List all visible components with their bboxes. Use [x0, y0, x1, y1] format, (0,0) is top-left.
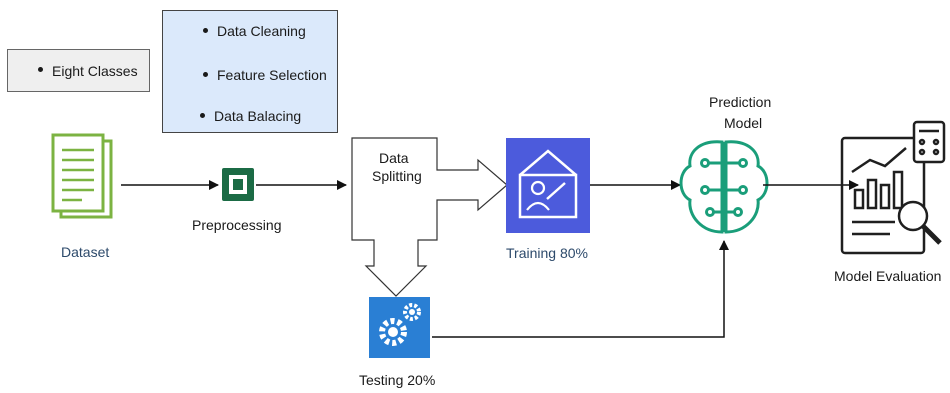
- bullet-icon: [200, 112, 205, 118]
- bullet-icon: [203, 71, 208, 77]
- splitting-label-line2: Splitting: [372, 168, 422, 184]
- bullet-icon: [203, 27, 208, 33]
- dataset-label: Dataset: [61, 244, 110, 260]
- testing-label: Testing 20%: [359, 372, 436, 388]
- preprocessing-steps-box: Data Cleaning Feature Selection Data Bal…: [162, 10, 338, 133]
- step-item: Data Cleaning: [203, 23, 306, 39]
- evaluation-icon: [840, 120, 946, 255]
- gears-icon: [369, 297, 430, 358]
- dataset-icon: [51, 133, 113, 219]
- step-item: Feature Selection: [203, 67, 327, 83]
- edge-testing-prediction: [432, 240, 729, 338]
- training-icon: [506, 138, 590, 233]
- prediction-label-line1: Prediction: [709, 94, 772, 110]
- step-item: Data Balacing: [200, 108, 301, 124]
- evaluation-label: Model Evaluation: [834, 268, 942, 284]
- classes-box: Eight Classes: [7, 49, 150, 92]
- brain-icon: [679, 140, 769, 234]
- splitting-shape: [351, 137, 508, 297]
- chip-icon: [222, 168, 254, 201]
- splitting-label-line1: Data: [379, 150, 409, 166]
- bullet-icon: [38, 67, 43, 73]
- prediction-label-line2: Model: [724, 115, 763, 131]
- training-label: Training 80%: [506, 245, 588, 261]
- classes-item: Eight Classes: [38, 63, 138, 79]
- preprocessing-label: Preprocessing: [192, 217, 282, 233]
